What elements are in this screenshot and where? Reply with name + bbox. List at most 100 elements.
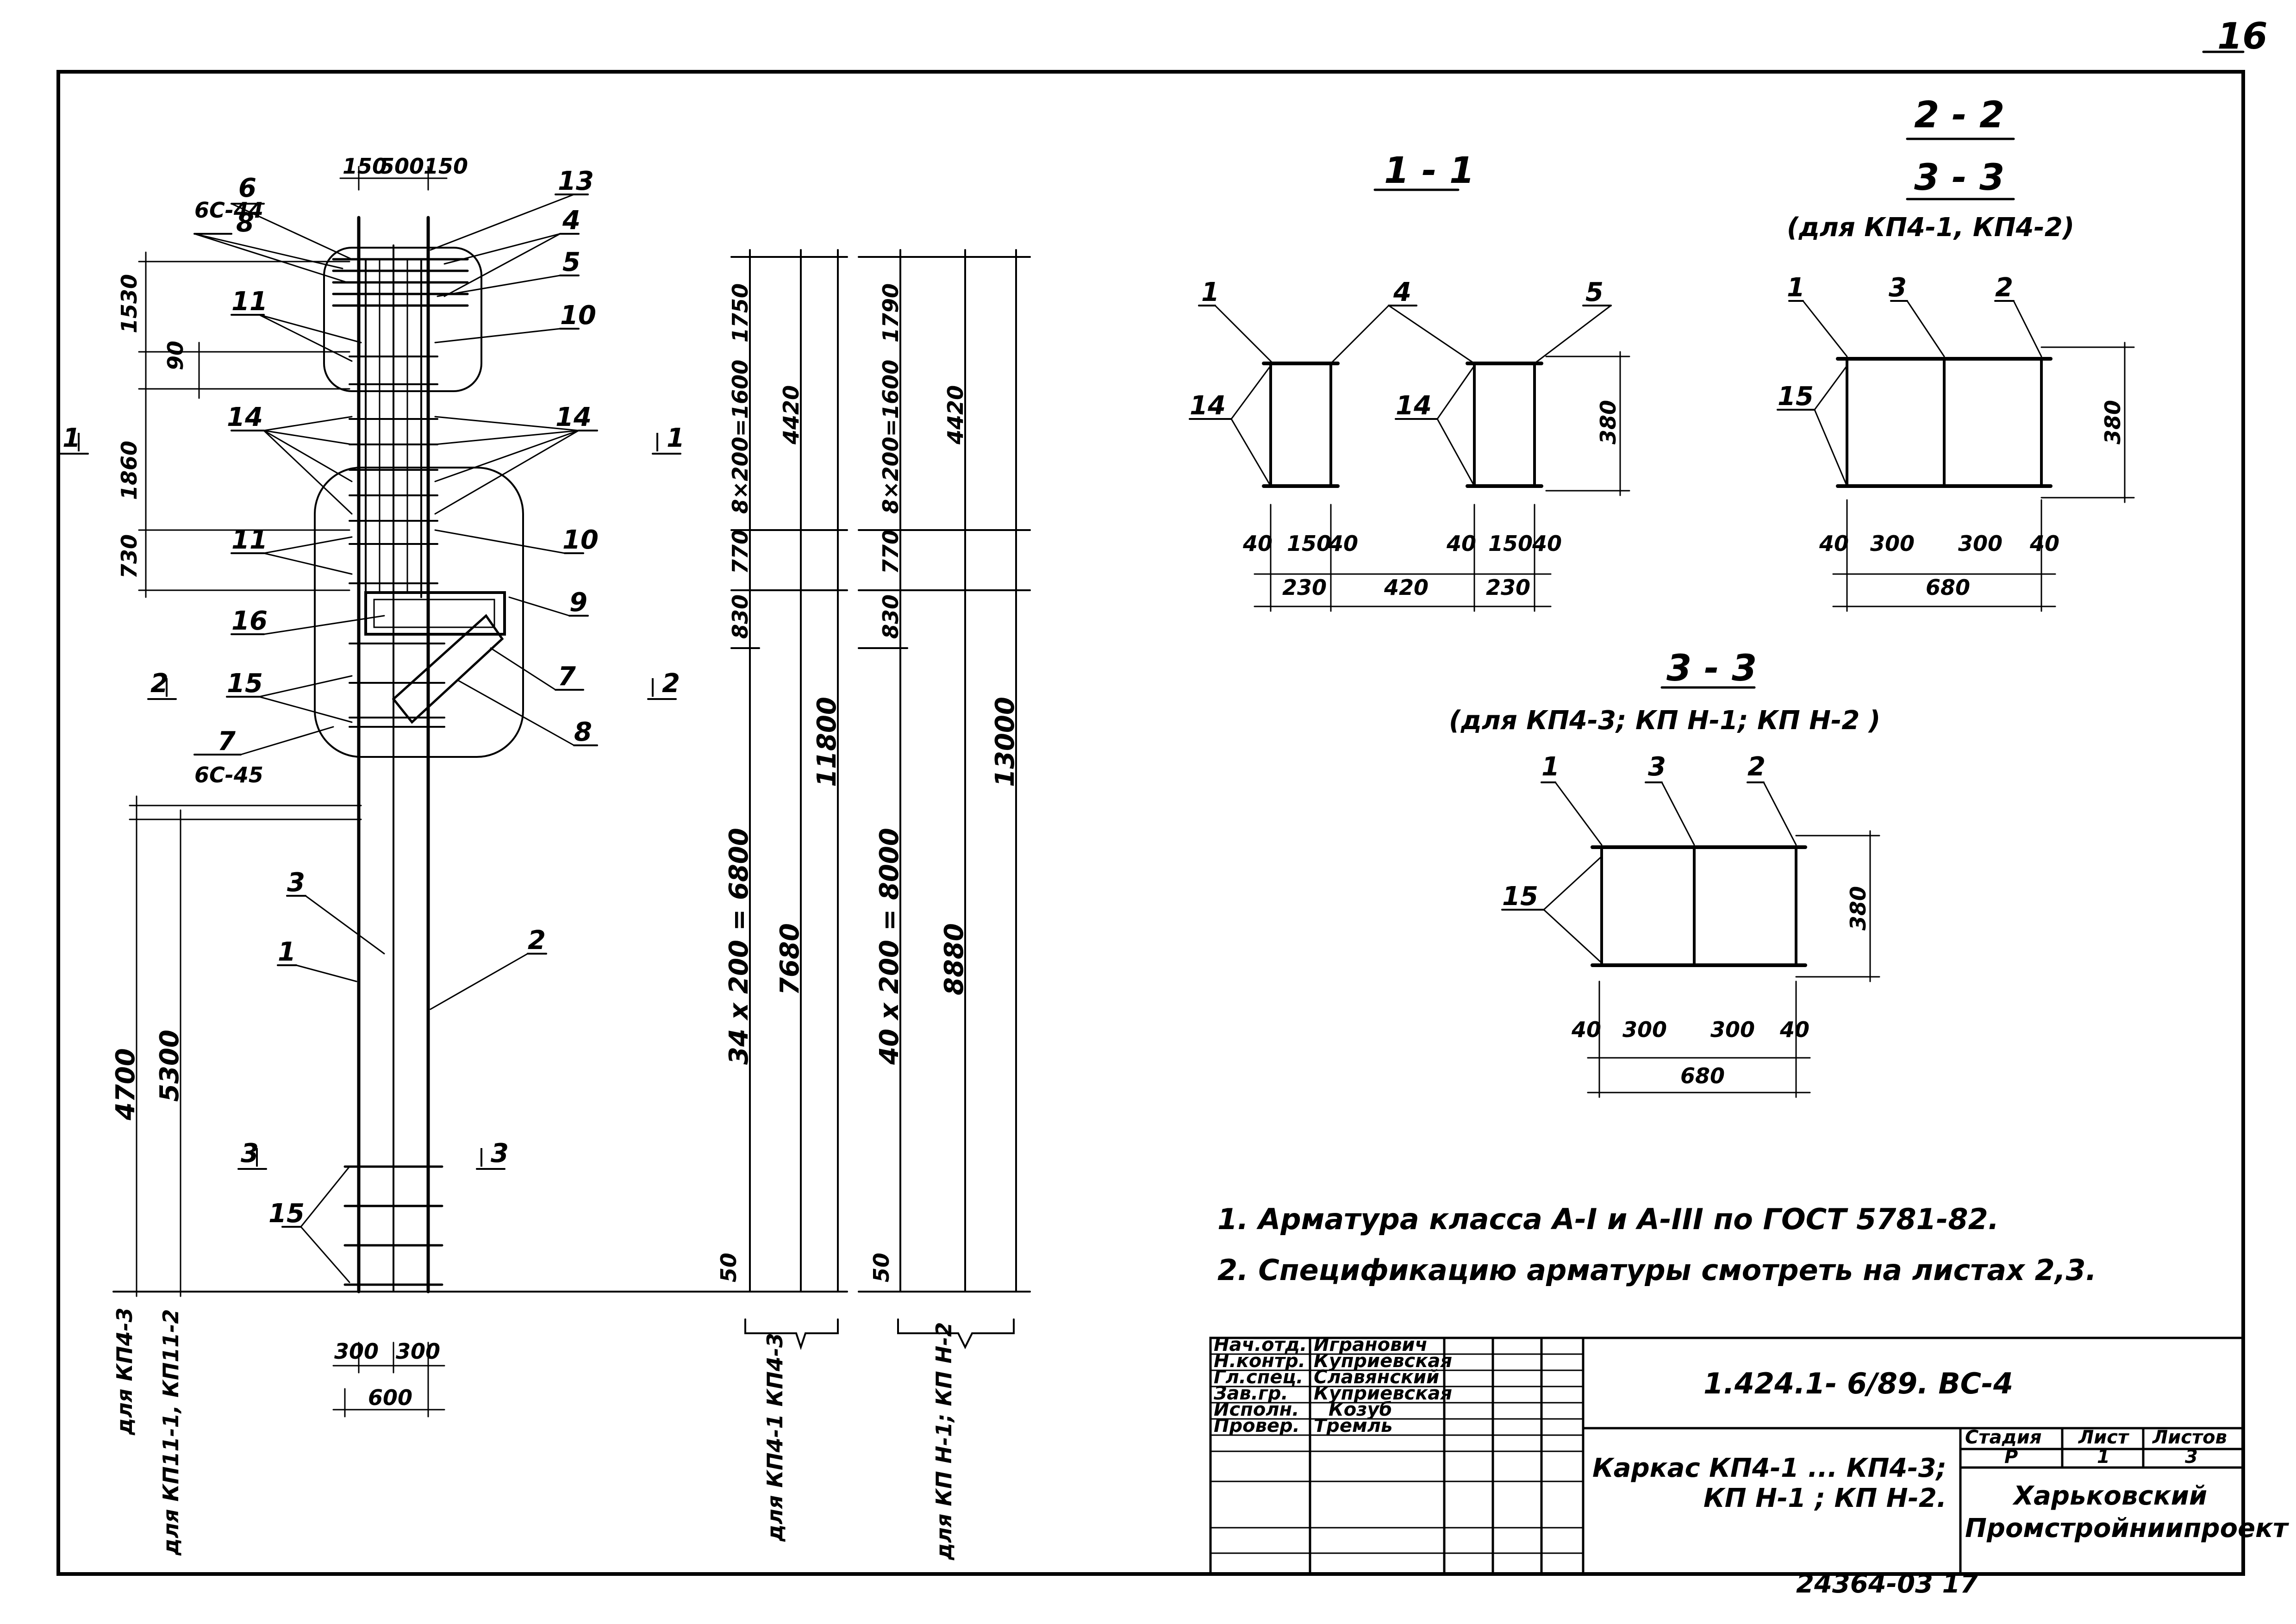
callout-13: 13 — [558, 166, 594, 196]
s11-callout-1: 1 — [1201, 277, 1219, 307]
s11-callout-5: 5 — [1585, 277, 1603, 307]
s22-callout-2: 2 — [1995, 273, 2013, 303]
s11-dim-3: 40 — [1446, 531, 1476, 556]
section-2-2-title: 2 - 2 — [1914, 94, 2004, 136]
callout-8b: 8 — [574, 717, 592, 747]
callout-7-sub-num: 7 — [218, 726, 236, 756]
dim-left-1530: 1530 — [117, 274, 142, 333]
elevation-a — [730, 249, 848, 1350]
dim-bottom-600: 600 — [368, 1385, 412, 1410]
elev-b-dim-0: 1790 — [878, 283, 903, 343]
dim-bottom-300-right: 300 — [396, 1339, 440, 1364]
section-mark-1-left: 1 — [62, 423, 81, 453]
s11-dim-0: 40 — [1242, 531, 1273, 556]
elev-a-dim-4: 34 x 200 = 6800 — [724, 828, 754, 1065]
dim-top-500: 500 — [380, 154, 424, 179]
dim-top-150-right: 150 — [424, 154, 468, 179]
s22-dim-1: 300 — [1870, 531, 1915, 556]
section-2-2-title2: 3 - 3 — [1914, 157, 2004, 199]
s33-dim-4: 680 — [1680, 1063, 1725, 1088]
elev-a-dim-1: 8×200=1600 — [728, 360, 753, 514]
dim-top-150-left: 150 — [343, 154, 387, 179]
section-3-3-title: 3 - 3 — [1666, 648, 1757, 689]
elev-a-dim-2: 770 — [728, 530, 753, 574]
tb-sheet-header: Лист — [2078, 1427, 2130, 1448]
section-2-2-subtitle: (для КП4-1, КП4-2) — [1787, 212, 2074, 243]
s22-callout-1: 1 — [1787, 273, 1805, 303]
dim-left-1860: 1860 — [117, 441, 142, 500]
s11-dim-1: 150 — [1287, 531, 1331, 556]
tb-role-4: Исполн. — [1214, 1399, 1299, 1420]
elev-a-dim-5: 50 — [716, 1253, 741, 1282]
callout-10a: 10 — [560, 300, 596, 331]
callout-2: 2 — [528, 925, 546, 956]
section-2-2-drawing — [1777, 137, 2135, 612]
s33-callout-2: 2 — [1747, 752, 1766, 782]
tb-org-line1: Харьковский — [2012, 1481, 2207, 1511]
s22-dim-5: 380 — [2100, 400, 2125, 444]
elev-a-total-2: 11800 — [812, 697, 842, 787]
tb-sheets-header: Листов — [2152, 1427, 2227, 1448]
callout-7-sub: 6С-45 — [194, 762, 263, 787]
elev-b-total-2: 13000 — [990, 697, 1020, 787]
tb-sheets: 3 — [2185, 1446, 2198, 1468]
sheet-border — [56, 70, 2245, 1576]
s22-dim-3: 40 — [2029, 531, 2059, 556]
section-mark-2-right: 2 — [662, 668, 680, 699]
callout-1: 1 — [278, 937, 296, 967]
elev-b-dim-5: 50 — [869, 1253, 894, 1282]
tb-name-5: Тремль — [1314, 1415, 1392, 1437]
tb-stage: Р — [2004, 1446, 2018, 1468]
side-label-kp43: для КП4-3 — [112, 1307, 137, 1436]
callout-8a: 8 — [236, 208, 254, 238]
s33-dim-0: 40 — [1571, 1017, 1601, 1042]
dim-left-90: 90 — [163, 341, 188, 370]
callout-7: 7 — [558, 662, 576, 692]
section-mark-3-right: 3 — [491, 1138, 509, 1168]
s33-dim-3: 40 — [1779, 1017, 1809, 1042]
elev-a-total-1: 7680 — [775, 923, 805, 995]
elevation-b — [858, 249, 1031, 1349]
callout-11a: 11 — [231, 287, 268, 317]
elev-a-total-0: 4420 — [779, 385, 804, 445]
bottom-number: 24364-03 17 — [1796, 1569, 1978, 1599]
callout-15a: 15 — [227, 668, 263, 699]
tb-role-3: Зав.гр. — [1213, 1383, 1288, 1404]
callout-16: 16 — [231, 606, 268, 636]
tb-doc-code: 1.424.1- 6/89. ВС-4 — [1703, 1367, 2013, 1400]
section-3-3-drawing — [1501, 686, 1880, 1098]
s11-dim-2: 40 — [1328, 531, 1358, 556]
s11-dim-9: 380 — [1596, 400, 1621, 444]
section-mark-2-left: 2 — [150, 668, 168, 699]
tb-role-1: Н.контр. — [1214, 1350, 1305, 1372]
dim-4700: 4700 — [111, 1048, 141, 1121]
callout-6-sub: 6С-44 — [194, 198, 263, 223]
tb-name-1: Куприевская — [1314, 1350, 1452, 1372]
s33-callout-1: 1 — [1541, 752, 1560, 782]
tb-name-2: Славянский — [1314, 1367, 1439, 1388]
s22-dim-2: 300 — [1958, 531, 2003, 556]
callout-14b: 14 — [555, 402, 592, 432]
elev-a-dim-3: 830 — [728, 594, 753, 639]
note-1: 1. Арматура класса А-I и А-III по ГОСТ 5… — [1217, 1202, 1999, 1236]
callout-6: 6 — [238, 173, 256, 203]
section-mark-3-left: 3 — [241, 1138, 259, 1168]
elev-b-dim-1: 8×200=1600 — [878, 360, 903, 514]
elev-b-total-0: 4420 — [943, 385, 968, 445]
title-block-frame — [1209, 1337, 2245, 1575]
s33-callout-15: 15 — [1502, 881, 1538, 912]
callout-15b: 15 — [268, 1199, 305, 1229]
s11-callout-14a: 14 — [1190, 391, 1226, 421]
tb-role-2: Гл.спец. — [1214, 1367, 1303, 1388]
tb-sheet: 1 — [2097, 1446, 2110, 1468]
tb-org-line2: Промстройниипроект — [1965, 1513, 2290, 1543]
s22-dim-4: 680 — [1926, 575, 1970, 600]
s11-callout-4: 4 — [1393, 277, 1411, 307]
elev-b-dim-3: 830 — [878, 594, 903, 639]
s11-dim-5: 40 — [1532, 531, 1562, 556]
page-number: 16 — [2217, 16, 2268, 57]
tb-name-4: Козуб — [1329, 1399, 1392, 1420]
s11-dim-4: 150 — [1488, 531, 1533, 556]
s11-dim-8: 230 — [1486, 575, 1530, 600]
